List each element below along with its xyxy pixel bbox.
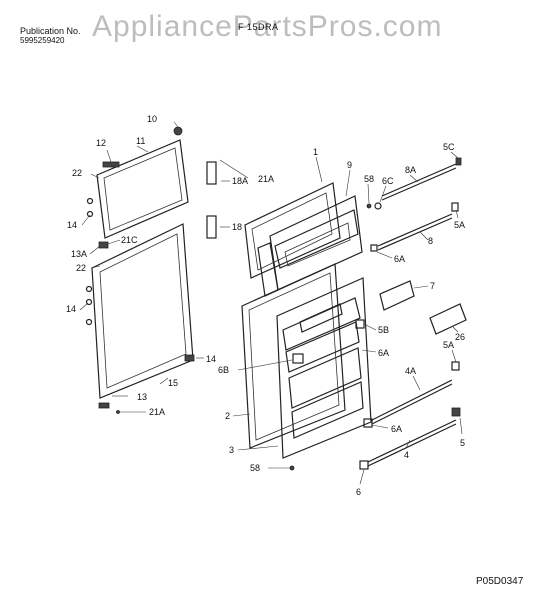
end-cap-5a	[451, 202, 459, 212]
callout-11: 11	[136, 136, 145, 146]
screw-58	[289, 465, 295, 471]
callout-6a-bottom: 6A	[391, 424, 402, 434]
fresh-food-door-gasket	[91, 223, 194, 399]
shelf-rail-8	[377, 217, 453, 251]
callout-6c: 6C	[382, 176, 394, 186]
callout-7: 7	[430, 281, 435, 291]
callout-5a-bottom: 5A	[443, 340, 454, 350]
butter-bin	[379, 280, 415, 311]
callout-9: 9	[347, 160, 352, 170]
hinge-bushing	[98, 402, 110, 409]
callout-3: 3	[229, 445, 234, 455]
end-cap-5c	[455, 157, 462, 166]
callout-4a: 4A	[405, 366, 416, 376]
screw-58	[366, 203, 372, 209]
shelf-rail-4a	[371, 379, 453, 421]
leader-lines	[79, 121, 463, 485]
freezer-door-assembly	[244, 182, 363, 297]
shelf-rail-8a	[381, 163, 457, 197]
shelf-end-6a	[370, 244, 378, 252]
screw-plug	[85, 285, 93, 293]
shelf-rail-4a	[371, 383, 453, 425]
shelf-rail-8	[377, 213, 453, 247]
hinge-bushing	[98, 241, 109, 249]
callout-15: 15	[168, 378, 178, 388]
fresh-food-door-assembly	[241, 263, 372, 459]
callout-5b: 5B	[378, 325, 389, 335]
screw-plug	[184, 354, 195, 362]
callout-6a-top: 6A	[394, 254, 405, 264]
callout-8a: 8A	[405, 165, 416, 175]
shelf-end-6	[359, 460, 369, 470]
callout-58-bottom: 58	[250, 463, 260, 473]
callout-5a-top: 5A	[454, 220, 465, 230]
callout-13: 13	[137, 392, 147, 402]
callout-6b: 6B	[218, 365, 229, 375]
handle-18	[206, 215, 217, 239]
callout-13a: 13A	[71, 249, 87, 259]
callout-8: 8	[428, 236, 433, 246]
screw-plug	[85, 318, 93, 326]
end-cap-5a	[451, 361, 460, 371]
callout-14-b: 14	[66, 304, 76, 314]
callout-6: 6	[356, 487, 361, 497]
freezer-door-gasket	[96, 139, 189, 239]
callout-22-top: 22	[72, 168, 82, 178]
shelf-rail-4	[367, 419, 457, 463]
callout-1: 1	[313, 147, 318, 157]
callout-21c: 21C	[121, 235, 138, 245]
callout-5: 5	[460, 438, 465, 448]
shelf-rail-8a	[381, 167, 457, 201]
door-stop	[102, 161, 120, 168]
watermark: AppliancePartsPros.com	[92, 10, 443, 43]
screw-plug	[86, 210, 94, 218]
callout-14-c: 14	[206, 354, 216, 364]
callout-21a-bottom: 21A	[149, 407, 165, 417]
end-cap-5	[451, 407, 461, 417]
screw-plug	[86, 197, 94, 205]
callout-5c: 5C	[443, 142, 455, 152]
callout-14-a: 14	[67, 220, 77, 230]
callout-58-top: 58	[364, 174, 374, 184]
shelf-end-6a	[363, 418, 373, 428]
callout-4: 4	[404, 450, 409, 460]
publication-label: Publication No.	[20, 26, 81, 36]
shelf-end-6c	[374, 202, 382, 210]
screw-plug	[85, 298, 93, 306]
diagram-code: P05D0347	[476, 576, 524, 587]
callout-18: 18	[232, 222, 242, 232]
publication-number: 5995259420	[20, 36, 65, 45]
shelf-end	[292, 353, 304, 364]
callout-6a-mid: 6A	[378, 348, 389, 358]
hinge-cap	[173, 126, 183, 136]
dairy-bin	[429, 303, 467, 335]
callout-22-mid: 22	[76, 263, 86, 273]
callout-2: 2	[225, 411, 230, 421]
shelf-rail-4	[367, 423, 457, 467]
model-number: F 15DRA	[238, 22, 279, 32]
callout-18a: 18A	[232, 176, 248, 186]
callout-21a-top: 21A	[258, 174, 274, 184]
callout-10: 10	[147, 114, 157, 124]
callout-12: 12	[96, 138, 106, 148]
callout-26: 26	[455, 332, 465, 342]
handle-18a	[206, 161, 217, 185]
